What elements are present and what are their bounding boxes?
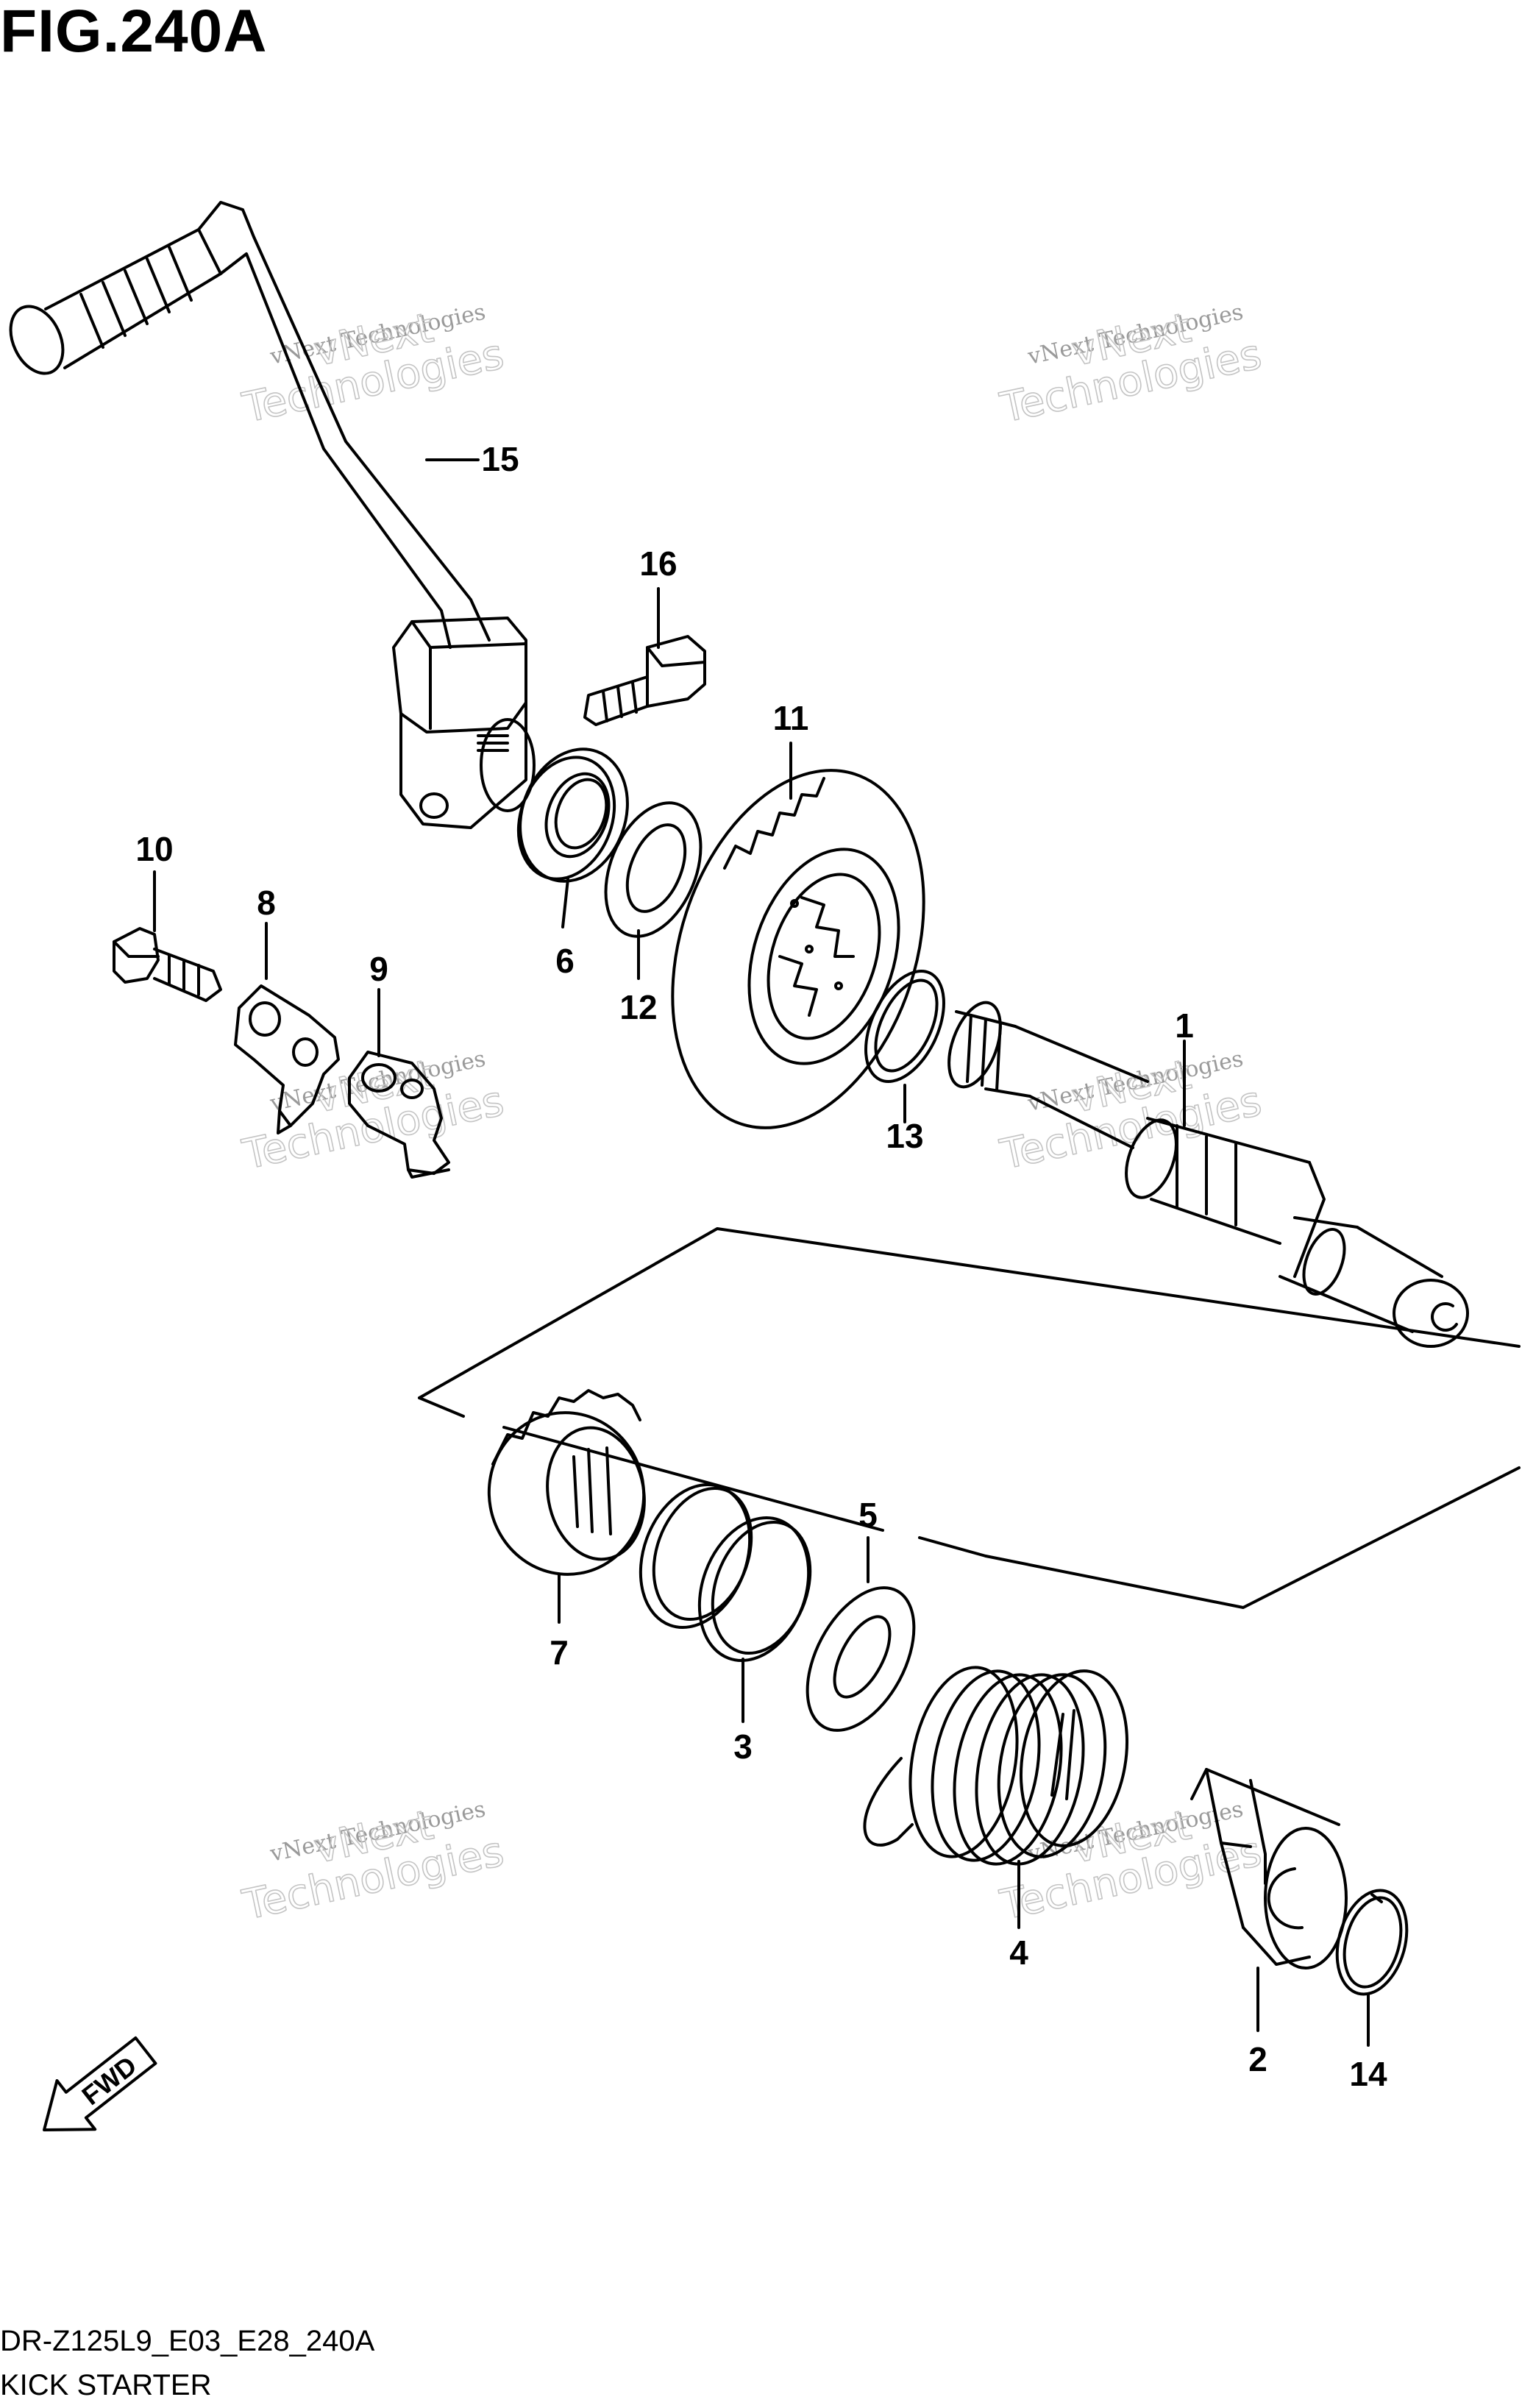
return-spring-part-4 [863,1666,1129,1866]
callout-10: 10 [135,830,173,868]
sub-assembly-outline [418,1227,1521,1609]
plate-part-8 [234,984,340,1134]
ratchet-part-7 [487,1389,646,1576]
callout-4: 4 [1009,1933,1028,1972]
callout-2: 2 [1248,2040,1267,2078]
guide-part-2 [1190,1768,1348,1970]
callout-16: 16 [639,544,677,583]
stopper-part-9 [348,1051,450,1179]
callout-14: 14 [1349,2055,1387,2093]
callout-15: 15 [481,440,519,478]
callout-12: 12 [619,988,657,1026]
figure-title: FIG.240A [0,0,268,65]
callout-9: 9 [369,950,388,988]
washer-part-5 [806,1586,916,1732]
callout-7: 7 [550,1633,569,1672]
callout-13: 13 [886,1117,923,1155]
callout-5: 5 [858,1496,878,1534]
callout-6: 6 [555,942,575,980]
washer-part-12 [604,801,703,938]
circlip-part-14 [1335,1889,1409,1996]
callout-8: 8 [257,884,276,922]
bolt-part-10 [113,927,222,1002]
fwd-arrow-icon: FWD [43,2036,157,2131]
callout-11: 11 [773,699,809,737]
figure-name: KICK STARTER [0,2369,212,2401]
kick-lever-part-15 [9,201,536,829]
bolt-part-16 [583,635,706,726]
kick-gear-part-11 [671,769,925,1129]
oil-seal-part-6 [516,747,629,883]
leader-lines [153,458,1370,2047]
callout-1: 1 [1175,1006,1194,1045]
washer-part-13 [864,970,945,1083]
callout-labels: 1 2 3 4 5 6 7 8 9 10 11 12 13 14 15 16 [135,440,1387,2093]
figure-code: DR-Z125L9_E03_E28_240A [0,2325,375,2357]
kick-shaft-part-1 [947,1001,1469,1348]
spring-part-3 [639,1483,812,1662]
callout-3: 3 [733,1727,753,1766]
